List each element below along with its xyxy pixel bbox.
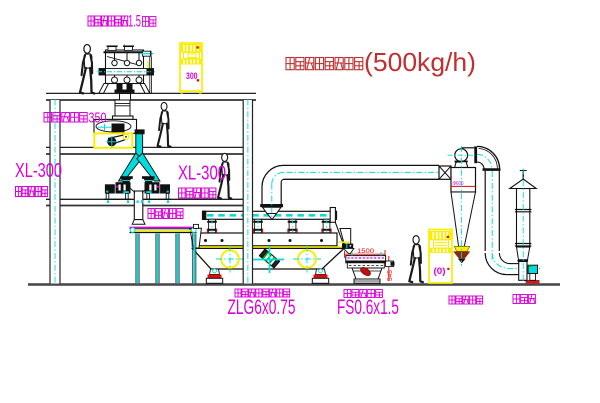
svg-text:300: 300 xyxy=(186,71,198,81)
svg-text:XL-300: XL-300 xyxy=(15,159,62,182)
svg-text:350: 350 xyxy=(89,110,107,127)
svg-text:1500: 1500 xyxy=(357,248,374,255)
svg-text:Φ600: Φ600 xyxy=(453,181,464,187)
svg-text:(0): (0) xyxy=(434,266,446,276)
svg-text:XL-300: XL-300 xyxy=(178,162,226,185)
svg-text:545: 545 xyxy=(387,270,394,281)
svg-text:(500kg/h): (500kg/h) xyxy=(364,47,476,77)
svg-text:ZLG6x0.75: ZLG6x0.75 xyxy=(228,296,296,319)
svg-text:FS0.6x1.5: FS0.6x1.5 xyxy=(337,296,399,319)
svg-text:1.5: 1.5 xyxy=(128,12,141,31)
